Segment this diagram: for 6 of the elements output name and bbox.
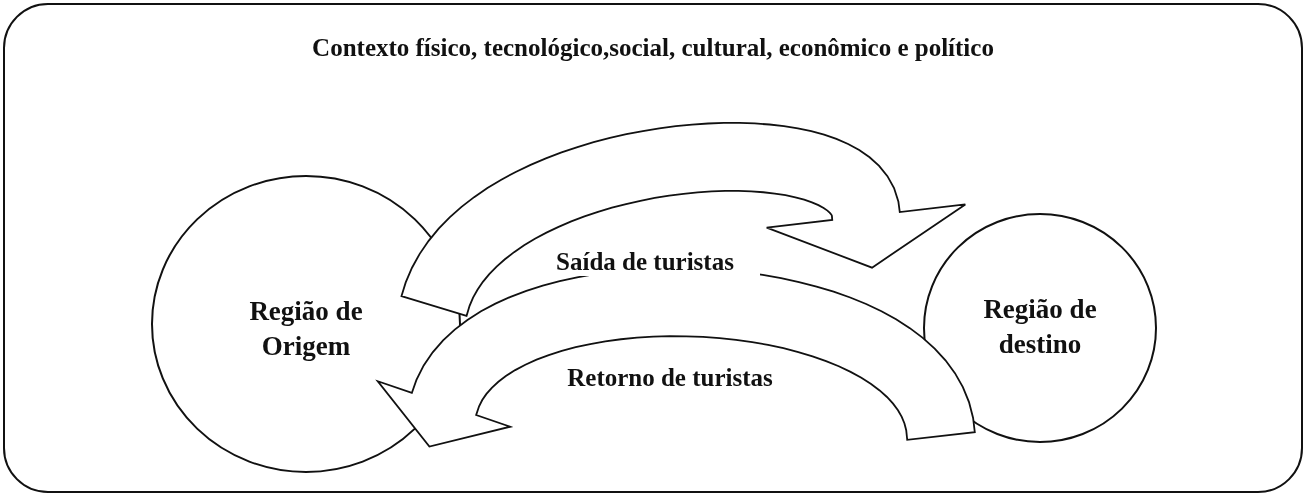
context-frame	[3, 3, 1303, 493]
region-circle	[923, 213, 1157, 443]
context-title: Contexto físico, tecnológico,social, cultural, econômico e político	[311, 33, 995, 63]
region-label: Região de Origem	[248, 295, 364, 364]
region-label: Região de destino	[982, 293, 1098, 362]
region-circle	[151, 175, 461, 473]
